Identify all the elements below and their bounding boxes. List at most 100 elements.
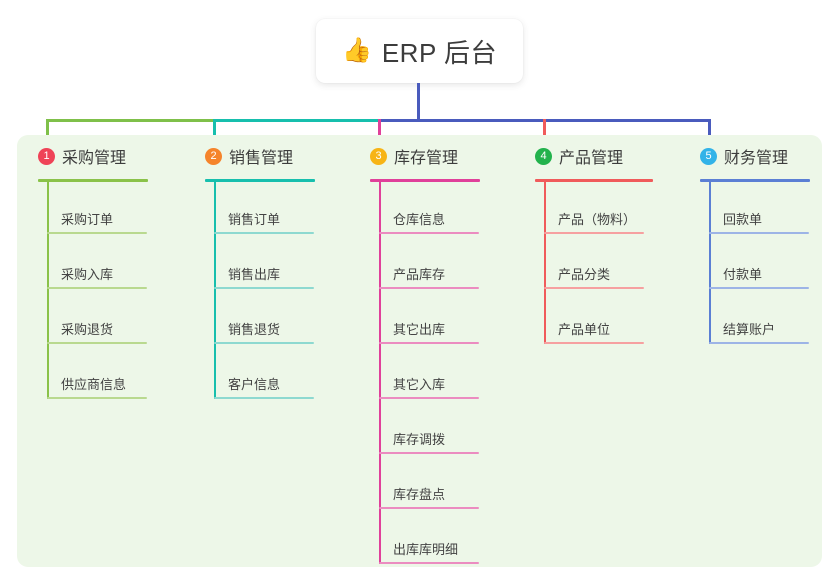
branch-spine [709, 179, 711, 344]
leaf-label: 库存调拨 [393, 432, 446, 447]
branch-header-rule [700, 179, 810, 182]
leaf-label: 产品（物料） [558, 212, 637, 227]
branch-header-5[interactable]: 5 财务管理 [700, 144, 788, 168]
leaf-node[interactable]: 结算账户 [709, 308, 809, 344]
branch-number-badge: 4 [535, 147, 552, 165]
branch-drop-connector [46, 119, 49, 147]
branch-title: 财务管理 [724, 150, 789, 167]
leaf-rule [379, 397, 479, 399]
leaf-label: 销售出库 [228, 267, 281, 282]
leaf-rule [544, 342, 644, 344]
leaf-rule [379, 562, 479, 564]
branch-header-2[interactable]: 2 销售管理 [205, 144, 293, 168]
root-node[interactable]: 👍 ERP 后台 [316, 19, 523, 83]
leaf-node[interactable]: 采购退货 [47, 308, 147, 344]
leaf-label: 回款单 [723, 212, 763, 227]
leaf-node[interactable]: 产品库存 [379, 253, 479, 289]
root-node-content: 👍 ERP 后台 [342, 33, 497, 70]
leaf-node[interactable]: 产品单位 [544, 308, 644, 344]
leaf-node[interactable]: 销售出库 [214, 253, 314, 289]
leaf-node[interactable]: 客户信息 [214, 363, 314, 399]
branch-number-badge: 3 [370, 147, 387, 165]
leaf-node[interactable]: 回款单 [709, 198, 809, 234]
leaf-label: 销售订单 [228, 212, 281, 227]
leaf-rule [544, 232, 644, 234]
leaf-rule [47, 342, 147, 344]
branch-spine [47, 179, 49, 399]
branch-bar-segment [213, 119, 378, 122]
leaf-node[interactable]: 其它入库 [379, 363, 479, 399]
branch-number-badge: 5 [700, 147, 717, 165]
branch-drop-connector [213, 119, 216, 147]
branch-spine [214, 179, 216, 399]
leaf-rule [379, 232, 479, 234]
leaf-label: 其它出库 [393, 322, 446, 337]
branch-header-1[interactable]: 1 采购管理 [38, 144, 126, 168]
leaf-label: 供应商信息 [61, 377, 127, 392]
leaf-node[interactable]: 出库库明细 [379, 528, 479, 564]
leaf-node[interactable]: 仓库信息 [379, 198, 479, 234]
branch-spine [379, 179, 381, 564]
leaf-node[interactable]: 销售退货 [214, 308, 314, 344]
branch-drop-connector [543, 119, 546, 147]
leaf-node[interactable]: 采购入库 [47, 253, 147, 289]
leaf-rule [214, 287, 314, 289]
branch-number-badge: 1 [38, 147, 55, 165]
branch-drop-connector [708, 119, 711, 147]
branch-spine [544, 179, 546, 344]
leaf-node[interactable]: 库存盘点 [379, 473, 479, 509]
leaf-rule [379, 507, 479, 509]
leaf-node[interactable]: 其它出库 [379, 308, 479, 344]
branch-header-rule [535, 179, 653, 182]
leaf-node[interactable]: 销售订单 [214, 198, 314, 234]
branch-drop-connector [378, 119, 381, 147]
branch-header-rule [205, 179, 315, 182]
leaf-label: 产品分类 [558, 267, 611, 282]
leaf-node[interactable]: 付款单 [709, 253, 809, 289]
leaf-label: 其它入库 [393, 377, 446, 392]
leaf-rule [379, 342, 479, 344]
leaf-node[interactable]: 产品（物料） [544, 198, 644, 234]
leaf-label: 销售退货 [228, 322, 281, 337]
branch-header-3[interactable]: 3 库存管理 [370, 144, 458, 168]
branch-bar-segment [46, 119, 213, 122]
leaf-rule [544, 287, 644, 289]
leaf-label: 库存盘点 [393, 487, 446, 502]
leaf-node[interactable]: 采购订单 [47, 198, 147, 234]
leaf-node[interactable]: 产品分类 [544, 253, 644, 289]
branch-number-badge: 2 [205, 147, 222, 165]
leaf-rule [709, 232, 809, 234]
branch-panel [17, 135, 822, 567]
leaf-rule [47, 397, 147, 399]
branch-header-rule [38, 179, 148, 182]
leaf-rule [709, 342, 809, 344]
leaf-label: 客户信息 [228, 377, 281, 392]
branch-header-rule [370, 179, 480, 182]
branch-title: 销售管理 [229, 150, 294, 167]
leaf-rule [214, 232, 314, 234]
leaf-label: 结算账户 [723, 322, 776, 337]
leaf-rule [379, 452, 479, 454]
leaf-label: 产品单位 [558, 322, 611, 337]
leaf-rule [214, 342, 314, 344]
leaf-rule [214, 397, 314, 399]
branch-title: 采购管理 [62, 150, 127, 167]
leaf-node[interactable]: 供应商信息 [47, 363, 147, 399]
leaf-label: 出库库明细 [393, 542, 459, 557]
leaf-label: 付款单 [723, 267, 763, 282]
leaf-label: 采购退货 [61, 322, 114, 337]
leaf-rule [709, 287, 809, 289]
leaf-rule [379, 287, 479, 289]
branch-title: 库存管理 [394, 150, 459, 167]
branch-title: 产品管理 [559, 150, 624, 167]
leaf-label: 仓库信息 [393, 212, 446, 227]
leaf-label: 采购入库 [61, 267, 114, 282]
leaf-node[interactable]: 库存调拨 [379, 418, 479, 454]
leaf-label: 采购订单 [61, 212, 114, 227]
trunk-connector [417, 83, 420, 122]
root-title: ERP 后台 [381, 37, 498, 68]
thumbs-up-icon: 👍 [341, 37, 372, 64]
leaf-label: 产品库存 [393, 267, 446, 282]
branch-header-4[interactable]: 4 产品管理 [535, 144, 623, 168]
